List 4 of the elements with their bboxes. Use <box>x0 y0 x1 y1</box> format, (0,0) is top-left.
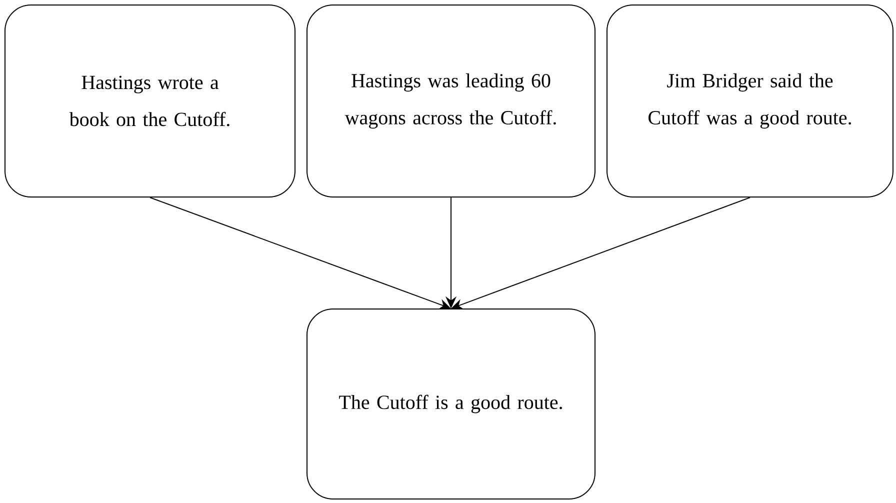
process-box: Hastings wrote a book on the Cutoff. <box>4 4 296 198</box>
process-box: Hastings was leading 60 wagons across the Cutoff. <box>306 4 596 198</box>
process-box: Jim Bridger said the Cutoff was a good route. <box>606 4 894 198</box>
process-box: The Cutoff is a good route. <box>306 308 596 500</box>
